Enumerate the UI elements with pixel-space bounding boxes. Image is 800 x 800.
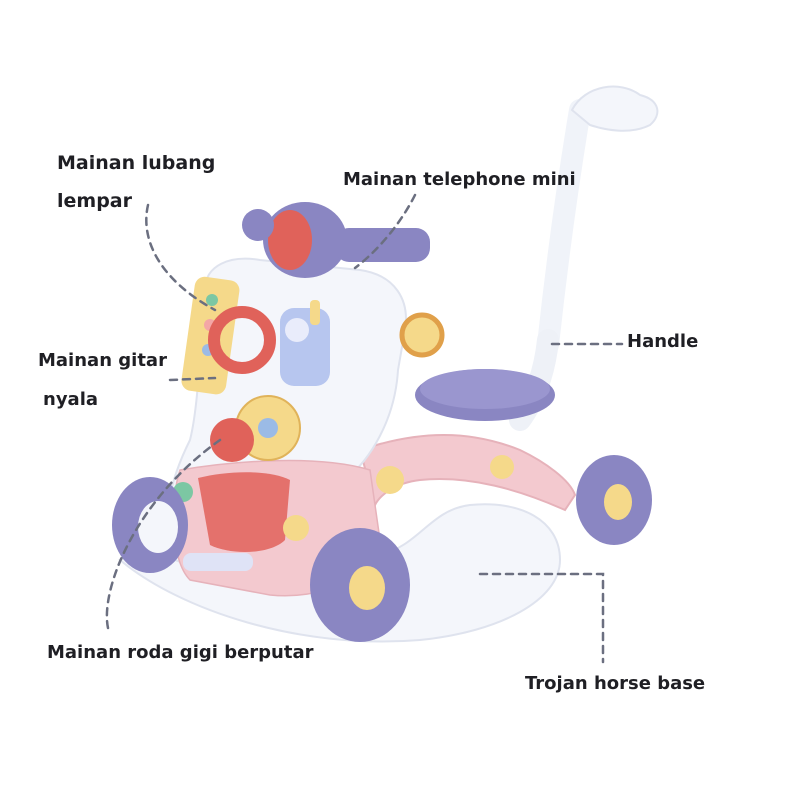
telephone-knob — [242, 209, 274, 241]
telephone-handle — [335, 228, 430, 262]
telephone-ear — [268, 210, 312, 270]
seat-top — [420, 369, 550, 409]
pink-rocker-frame — [358, 434, 577, 512]
leader-line-gitar — [168, 376, 217, 382]
label-mainan-lubang: Mainan lubang — [57, 152, 216, 174]
rocker-knob-left — [376, 466, 404, 494]
push-handle-bar — [537, 99, 591, 356]
number-strip — [183, 553, 253, 571]
gear-small — [210, 418, 254, 462]
front-knob-yellow — [283, 515, 309, 541]
throw-hole-ring — [208, 306, 276, 374]
wheel-front-left — [112, 477, 188, 573]
panel-button-1 — [206, 294, 218, 306]
guitar-toy-face — [285, 318, 309, 342]
side-speaker — [399, 312, 445, 358]
gear-center — [258, 418, 278, 438]
push-handle-grip — [570, 85, 659, 132]
leader-line-gigi — [105, 438, 222, 630]
label-trojan-base: Trojan horse base — [525, 673, 706, 694]
leader-line-trojan — [478, 572, 605, 664]
label-lempar: lempar — [57, 190, 132, 212]
label-roda-gigi: Mainan roda gigi berputar — [47, 642, 314, 663]
leader-line-telephone — [353, 193, 417, 270]
guitar-toy-neck — [310, 300, 320, 325]
label-nyala: nyala — [43, 389, 99, 410]
wheel-front-right — [310, 528, 410, 642]
coral-pocket — [198, 472, 290, 552]
label-handle: Handle — [627, 331, 699, 352]
leader-line-lubang — [145, 203, 217, 312]
label-mainan-gitar: Mainan gitar — [38, 350, 167, 371]
guitar-toy — [280, 308, 330, 386]
wheel-rear — [576, 455, 652, 545]
label-telephone: Mainan telephone mini — [343, 169, 576, 190]
rocker-knob-right — [490, 455, 514, 479]
